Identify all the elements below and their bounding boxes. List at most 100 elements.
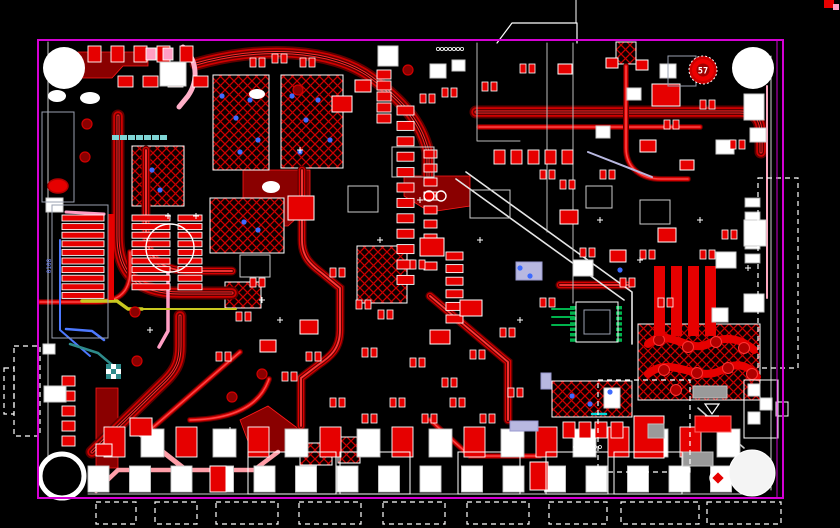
component-footprint xyxy=(299,319,319,335)
pad-row-pad xyxy=(396,213,415,224)
passive-pad xyxy=(628,277,636,288)
passive-pad xyxy=(398,397,406,408)
pad-row-pad xyxy=(705,266,716,336)
pad-row-pad xyxy=(61,214,105,222)
pad-row-pad xyxy=(144,135,151,140)
trace-bundle xyxy=(149,351,241,431)
blue-via xyxy=(607,389,613,395)
component-footprint xyxy=(457,451,521,495)
pad-row-pad xyxy=(493,149,506,165)
pad-row-pad xyxy=(396,151,415,162)
component-footprint xyxy=(747,383,761,397)
component-footprint xyxy=(626,87,642,101)
pad-row-pad xyxy=(461,465,483,493)
keepout-region xyxy=(298,501,362,525)
component-footprint xyxy=(129,417,153,437)
thermal-blob xyxy=(249,89,265,99)
pad-row-pad xyxy=(671,266,682,336)
component-footprint xyxy=(583,309,611,335)
pad-row-pad xyxy=(616,316,622,321)
pad-row-pad xyxy=(376,113,392,124)
pad-row-pad xyxy=(445,314,464,324)
pad-row-pad xyxy=(177,274,203,282)
blue-via xyxy=(255,137,261,143)
component-footprint xyxy=(43,385,67,403)
passive-pad xyxy=(441,87,449,98)
passive-pad xyxy=(249,277,257,288)
origin-cross xyxy=(417,197,423,203)
component-footprint xyxy=(743,219,767,247)
mounting-hole xyxy=(43,47,85,89)
thermal-blob xyxy=(80,92,100,104)
passive-pad xyxy=(271,53,279,64)
component-footprint xyxy=(545,451,609,495)
pad-row-pad xyxy=(616,333,622,337)
passive-pad xyxy=(666,297,674,308)
pad-row-pad xyxy=(423,219,438,229)
trace-bundle xyxy=(300,169,341,427)
thermal-pad xyxy=(710,336,722,348)
keepout-region xyxy=(757,177,799,369)
pad-row-pad xyxy=(610,421,624,439)
thermal-pad xyxy=(653,334,665,346)
signal-trace xyxy=(476,42,521,142)
pad-row-pad xyxy=(61,257,105,265)
checker-cell xyxy=(116,369,121,374)
keepout-region xyxy=(706,501,782,525)
pad-row-pad xyxy=(570,316,576,321)
passive-pad xyxy=(507,387,515,398)
mounting-hole xyxy=(732,47,774,89)
passive-pad xyxy=(338,397,346,408)
pad-row-pad xyxy=(428,428,453,458)
pad-row-pad xyxy=(160,135,167,140)
passive-pad xyxy=(490,81,498,92)
passive-pad xyxy=(568,179,576,190)
pad-row-pad xyxy=(396,182,415,193)
passive-pad xyxy=(708,249,716,260)
pad-row-pad xyxy=(131,223,171,231)
hatched-copper-region xyxy=(356,245,408,304)
passive-pad xyxy=(648,249,656,260)
component-footprint xyxy=(557,63,573,75)
passive-pad xyxy=(730,229,738,240)
pad-row-pad xyxy=(570,338,576,342)
passive-pad xyxy=(579,247,587,258)
keepout-region xyxy=(215,501,279,525)
component-footprint xyxy=(605,57,619,69)
blue-via xyxy=(157,187,163,193)
passive-pad xyxy=(418,259,426,270)
via xyxy=(292,84,304,96)
diode-symbol xyxy=(703,403,721,416)
component-footprint xyxy=(694,415,732,433)
origin-cross xyxy=(297,147,303,153)
signal-trace xyxy=(64,327,106,342)
signal-trace xyxy=(64,210,106,216)
blue-via xyxy=(327,137,333,143)
test-point xyxy=(573,445,577,449)
pad-row-pad xyxy=(616,327,622,331)
component-footprint xyxy=(159,61,187,87)
component-footprint xyxy=(287,195,315,221)
pad-row-pad xyxy=(570,327,576,331)
silkscreen-circle xyxy=(423,190,435,202)
passive-pad xyxy=(449,397,457,408)
pad-row-pad xyxy=(112,135,119,140)
keepout-region xyxy=(13,345,41,437)
hatched-copper-region xyxy=(209,197,285,254)
pad-row-pad xyxy=(396,274,415,285)
component-footprint xyxy=(743,93,765,121)
passive-pad xyxy=(608,169,616,180)
pad-row-pad xyxy=(445,264,464,274)
component-footprint xyxy=(95,443,113,457)
via-diamond xyxy=(712,472,724,484)
pad-row-pad xyxy=(668,465,691,493)
hatched-copper-region xyxy=(280,74,344,169)
thermal-pad xyxy=(691,367,703,379)
component-footprint xyxy=(647,423,665,439)
checker-cell xyxy=(111,364,116,369)
pad-row-pad xyxy=(376,91,392,102)
thermal-blob xyxy=(262,181,280,193)
component-footprint xyxy=(559,209,579,225)
